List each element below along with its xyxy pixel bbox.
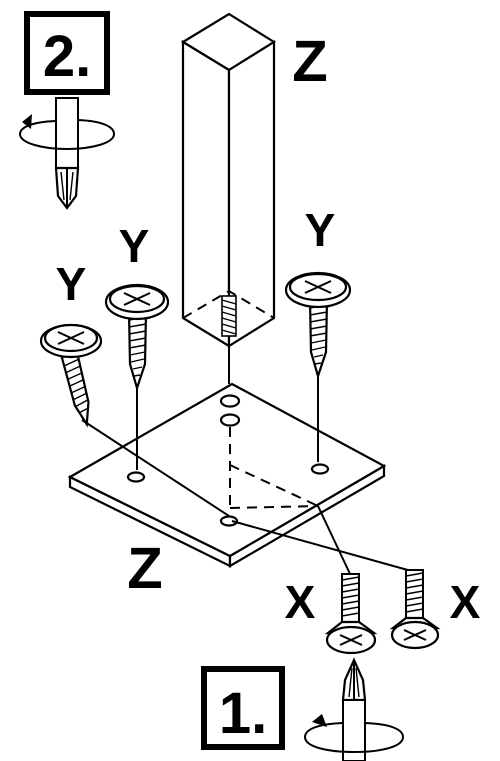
plate-hole-front (219, 515, 239, 527)
post (180, 12, 277, 384)
post-threaded-insert (221, 295, 237, 337)
step-2-box: 2. (24, 11, 110, 95)
label-y-right: Y (305, 204, 336, 256)
screw-y-right (284, 271, 352, 462)
label-x-right: X (450, 576, 481, 628)
screwdriver-bottom-icon (303, 657, 405, 761)
step-1-box: 1. (201, 666, 285, 750)
plate-hole-right (310, 463, 330, 475)
label-z-post: Z (292, 29, 327, 94)
base-plate (67, 382, 387, 568)
rotate-arrow-icon (312, 714, 327, 727)
label-y-left: Y (56, 258, 87, 310)
step-1-number: 1. (219, 681, 267, 746)
plate-hole-center-bottom (219, 413, 241, 427)
label-x-left: X (285, 576, 316, 628)
plate-hole-left (126, 471, 146, 483)
step-2-number: 2. (43, 24, 91, 89)
label-z-plate: Z (127, 536, 162, 601)
screw-y-middle (104, 283, 170, 470)
plate-hole-center-top (219, 394, 241, 408)
screw-y-left (39, 323, 230, 517)
screw-x-left (324, 573, 378, 655)
label-y-middle: Y (119, 220, 150, 272)
screw-x-right (389, 569, 441, 650)
rotate-arrow-icon (22, 114, 32, 129)
screwdriver-top-icon (18, 97, 116, 210)
